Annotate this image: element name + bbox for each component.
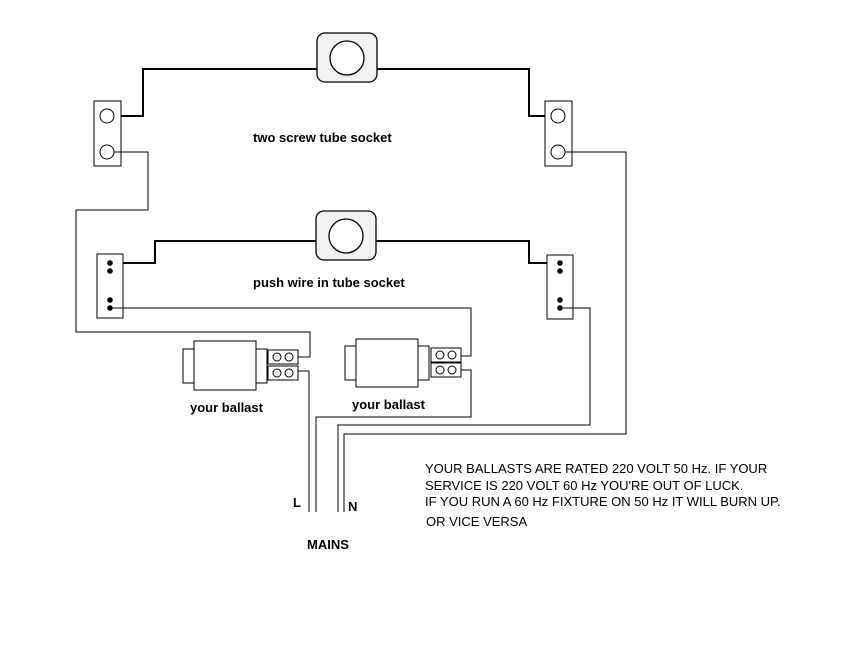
screw-socket-right [544,100,573,167]
note-line-3: IF YOU RUN A 60 Hz FIXTURE ON 50 Hz IT W… [425,494,781,509]
screw-socket-left [93,100,122,167]
ballast-left-terminals [267,349,299,381]
ballast-right [344,338,462,388]
ballast-left-label: your ballast [190,400,264,415]
middle-lamp-wire-right [376,240,560,264]
neutral-label: N [348,499,357,514]
top-lamp [316,32,378,83]
warning-note: YOUR BALLASTS ARE RATED 220 VOLT 50 Hz. … [425,461,781,529]
push-socket-right [546,254,574,320]
line-label: L [293,495,301,510]
note-line-1: YOUR BALLASTS ARE RATED 220 VOLT 50 Hz. … [425,461,767,476]
push-socket-label: push wire in tube socket [253,275,405,290]
middle-lamp-wire-left [111,240,316,264]
ballast-right-terminals [430,347,462,378]
thin-wires [75,151,627,512]
note-line-4: OR VICE VERSA [426,514,527,529]
ballast-left [182,340,299,391]
screw-socket-label: two screw tube socket [253,130,392,145]
note-line-2: SERVICE IS 220 VOLT 60 Hz YOU'RE OUT OF … [425,478,743,493]
push-socket-left [96,253,124,319]
middle-lamp [315,210,377,261]
top-lamp-wire-right [377,68,556,117]
ballast-right-label: your ballast [352,397,426,412]
mains-label: MAINS [307,537,349,552]
top-lamp-wire-left [110,68,317,117]
